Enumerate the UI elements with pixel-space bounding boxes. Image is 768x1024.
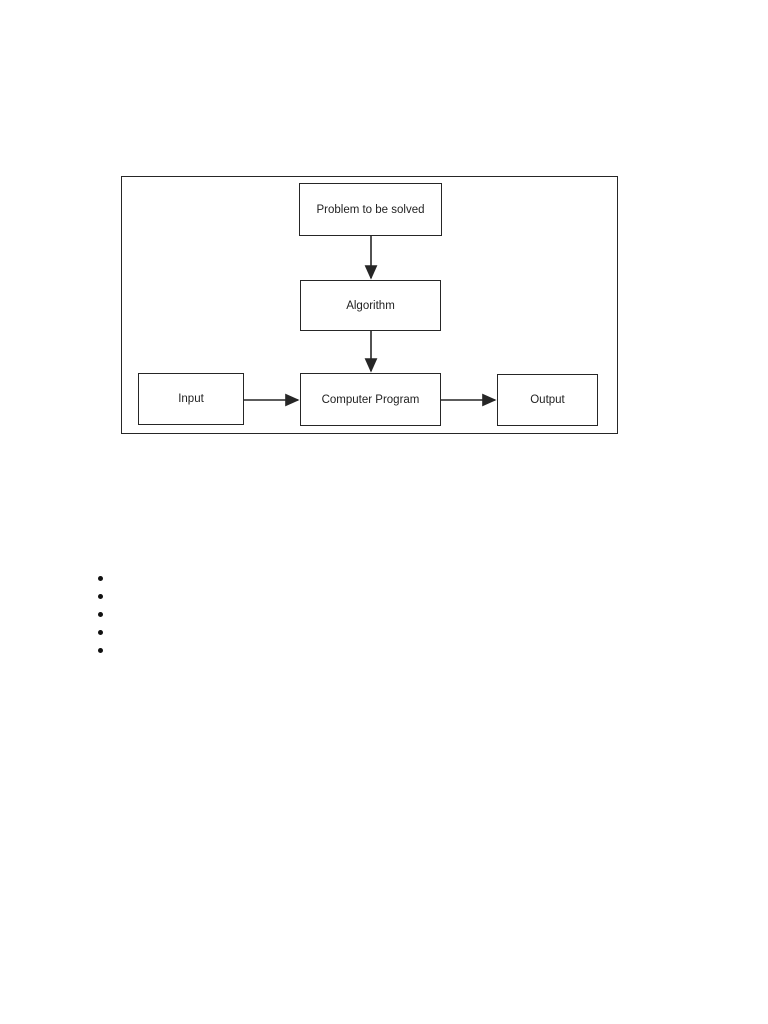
bullet-item (98, 641, 103, 659)
node-computer-program: Computer Program (300, 373, 441, 426)
node-output: Output (497, 374, 598, 426)
bullet-item (98, 605, 103, 623)
bullet-item (98, 587, 103, 605)
bullet-item (98, 623, 103, 641)
bullet-item (98, 569, 103, 587)
node-input: Input (138, 373, 244, 425)
bullet-list (98, 569, 103, 659)
node-problem-to-be-solved: Problem to be solved (299, 183, 442, 236)
node-algorithm: Algorithm (300, 280, 441, 331)
